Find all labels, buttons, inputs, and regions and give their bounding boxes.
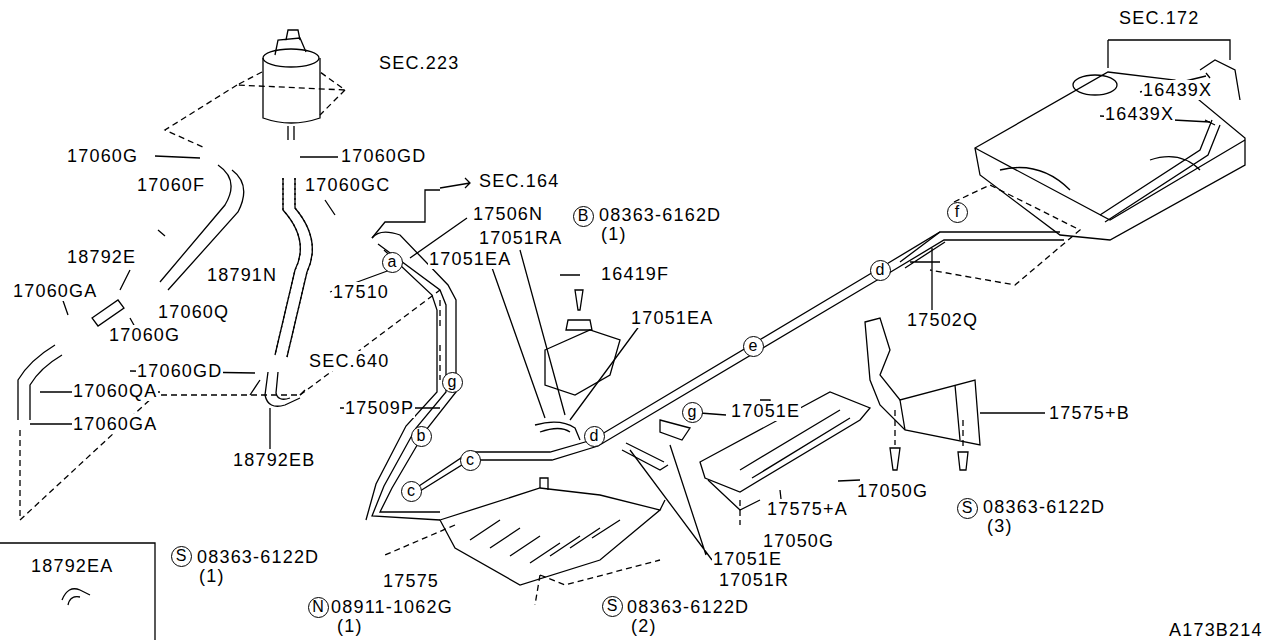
part-number-label: 17575+B xyxy=(1048,403,1131,423)
part-number-label: 17060GA xyxy=(72,414,158,434)
part-number-label: (1) xyxy=(600,224,628,244)
circled-letter: B xyxy=(573,206,594,227)
circled-letter: d xyxy=(584,426,605,447)
circled-letter: g xyxy=(682,402,703,423)
part-number-label: 17051EA xyxy=(428,249,512,269)
part-number-label: 17060GC xyxy=(304,175,391,195)
part-number-label: SEC.640 xyxy=(308,351,390,371)
circled-letter: g xyxy=(442,372,463,393)
part-number-label: 17051E xyxy=(730,401,801,421)
part-number-label: A173B214 xyxy=(1168,620,1264,640)
part-number-label: 17575+A xyxy=(766,499,849,519)
circled-letter: N xyxy=(308,597,329,618)
circled-letter: a xyxy=(382,252,403,273)
part-number-label: 17506N xyxy=(472,204,544,224)
circle-letter-text: f xyxy=(955,204,959,220)
part-number-label: 17060GA xyxy=(12,281,98,301)
circled-letter: S xyxy=(171,546,192,567)
part-number-label: 18792E xyxy=(66,247,137,267)
part-number-label: (1) xyxy=(336,616,364,636)
circled-letter: d xyxy=(870,260,891,281)
circle-letter-text: S xyxy=(962,500,973,516)
circle-letter-text: a xyxy=(388,254,397,270)
part-number-label: 17575 xyxy=(382,571,440,591)
circle-letter-text: S xyxy=(176,548,187,564)
circle-letter-text: g xyxy=(448,374,457,390)
circle-letter-text: g xyxy=(688,404,697,420)
part-number-label: 17060G xyxy=(108,325,181,345)
part-number-label: 17051R xyxy=(718,570,790,590)
part-number-label: 18792EA xyxy=(30,556,114,576)
circled-letter: S xyxy=(602,596,623,617)
part-number-label: 17060F xyxy=(136,175,206,195)
part-number-label: 17060QA xyxy=(72,381,158,401)
part-number-label: 16439X xyxy=(1142,80,1213,100)
part-number-label: 17050G xyxy=(762,531,835,551)
circled-letter: c xyxy=(401,481,422,502)
part-number-label: 08363-6122D xyxy=(982,497,1106,517)
circle-letter-text: B xyxy=(578,208,589,224)
part-number-label: 16419F xyxy=(600,264,670,284)
part-number-label: (1) xyxy=(198,566,226,586)
circled-letter: S xyxy=(957,498,978,519)
circled-letter: e xyxy=(743,336,764,357)
part-number-label: 17502Q xyxy=(906,310,979,330)
circle-letter-text: N xyxy=(312,599,324,615)
part-number-label: SEC.164 xyxy=(478,171,560,191)
part-number-label: 08363-6162D xyxy=(598,205,722,225)
part-number-label: 16439X xyxy=(1104,104,1175,124)
part-number-label: 18791N xyxy=(206,265,278,285)
circle-letter-text: c xyxy=(407,483,415,499)
part-number-label: 08363-6122D xyxy=(626,597,750,617)
circled-letter: c xyxy=(460,450,481,471)
circle-letter-text: d xyxy=(590,428,599,444)
circle-letter-text: e xyxy=(749,338,758,354)
part-number-label: 17509P xyxy=(344,398,415,418)
circled-letter: f xyxy=(947,202,968,223)
part-number-label: 17051EA xyxy=(630,308,714,328)
part-number-label: 17060GD xyxy=(136,361,223,381)
part-number-label: (2) xyxy=(630,616,658,636)
circled-letter: b xyxy=(411,426,432,447)
circle-letter-text: b xyxy=(417,428,426,444)
part-number-label: 17510 xyxy=(332,282,390,302)
part-number-label: SEC.172 xyxy=(1118,8,1200,28)
part-number-label: 17060Q xyxy=(157,302,230,322)
circle-letter-text: S xyxy=(607,598,618,614)
part-number-label: 17051E xyxy=(712,549,783,569)
part-number-label: 17060GD xyxy=(340,146,427,166)
part-number-label: 08363-6122D xyxy=(196,547,320,567)
part-number-label: 17051RA xyxy=(478,228,563,248)
part-number-label: 18792EB xyxy=(232,450,316,470)
part-number-label: (3) xyxy=(986,516,1014,536)
circle-letter-text: c xyxy=(466,452,474,468)
part-number-label: 17060G xyxy=(66,146,139,166)
part-number-label: SEC.223 xyxy=(378,53,460,73)
part-number-label: 17050G xyxy=(856,481,929,501)
part-number-label: 08911-1062G xyxy=(330,597,454,617)
circle-letter-text: d xyxy=(876,262,885,278)
